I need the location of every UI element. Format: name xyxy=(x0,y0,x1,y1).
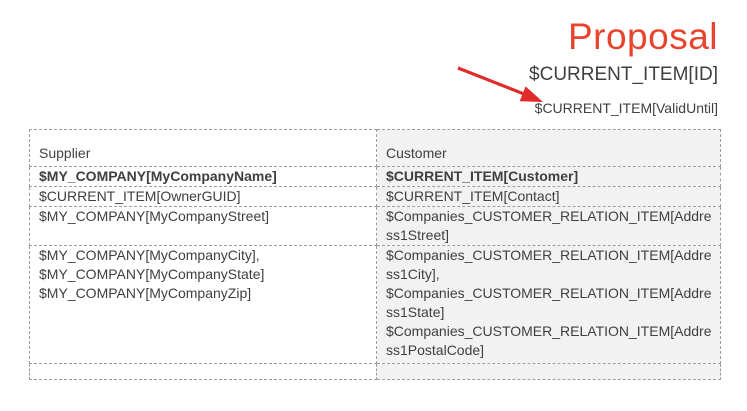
customer-contact-cell: $CURRENT_ITEM[Contact] xyxy=(376,186,721,207)
customer-empty-cell xyxy=(376,363,721,380)
customer-street-cell: $Companies_CUSTOMER_RELATION_ITEM[Addres… xyxy=(376,206,721,246)
valid-until-placeholder: $CURRENT_ITEM[ValidUntil] xyxy=(534,100,718,116)
customer-name-cell: $CURRENT_ITEM[Customer] xyxy=(376,166,721,187)
customer-city-state-zip-cell: $Companies_CUSTOMER_RELATION_ITEM[Addres… xyxy=(376,245,721,364)
supplier-city-line: $MY_COMPANY[MyCompanyCity], xyxy=(39,247,260,263)
supplier-empty-cell xyxy=(29,363,377,380)
supplier-owner-cell: $CURRENT_ITEM[OwnerGUID] xyxy=(29,186,377,207)
table-row-empty xyxy=(29,363,721,380)
supplier-name-cell: $MY_COMPANY[MyCompanyName] xyxy=(29,166,377,187)
document-header: Proposal $CURRENT_ITEM[ID] $CURRENT_ITEM… xyxy=(529,15,718,117)
customer-column-header: Customer xyxy=(376,129,721,167)
customer-state-line: $Companies_CUSTOMER_RELATION_ITEM[Addres… xyxy=(386,285,712,320)
table-row-city-state-zip: $MY_COMPANY[MyCompanyCity], $MY_COMPANY[… xyxy=(29,245,721,364)
table-row-street: $MY_COMPANY[MyCompanyStreet] $Companies_… xyxy=(29,206,721,246)
supplier-column-header: Supplier xyxy=(29,129,377,167)
table-header-row: Supplier Customer xyxy=(29,129,721,167)
supplier-street-cell: $MY_COMPANY[MyCompanyStreet] xyxy=(29,206,377,246)
customer-postalcode-line: $Companies_CUSTOMER_RELATION_ITEM[Addres… xyxy=(386,323,712,358)
placeholder-table: Supplier Customer $MY_COMPANY[MyCompanyN… xyxy=(29,129,721,380)
annotation-arrow-icon xyxy=(440,58,560,113)
supplier-state-line: $MY_COMPANY[MyCompanyState] xyxy=(39,266,265,282)
supplier-zip-line: $MY_COMPANY[MyCompanyZip] xyxy=(39,285,252,301)
id-placeholder: $CURRENT_ITEM[ID] xyxy=(529,64,718,85)
table-row-name: $MY_COMPANY[MyCompanyName] $CURRENT_ITEM… xyxy=(29,166,721,187)
page-title: Proposal xyxy=(567,16,718,57)
table-row-contact: $CURRENT_ITEM[OwnerGUID] $CURRENT_ITEM[C… xyxy=(29,186,721,207)
customer-city-line: $Companies_CUSTOMER_RELATION_ITEM[Addres… xyxy=(386,247,712,282)
supplier-city-state-zip-cell: $MY_COMPANY[MyCompanyCity], $MY_COMPANY[… xyxy=(29,245,377,364)
